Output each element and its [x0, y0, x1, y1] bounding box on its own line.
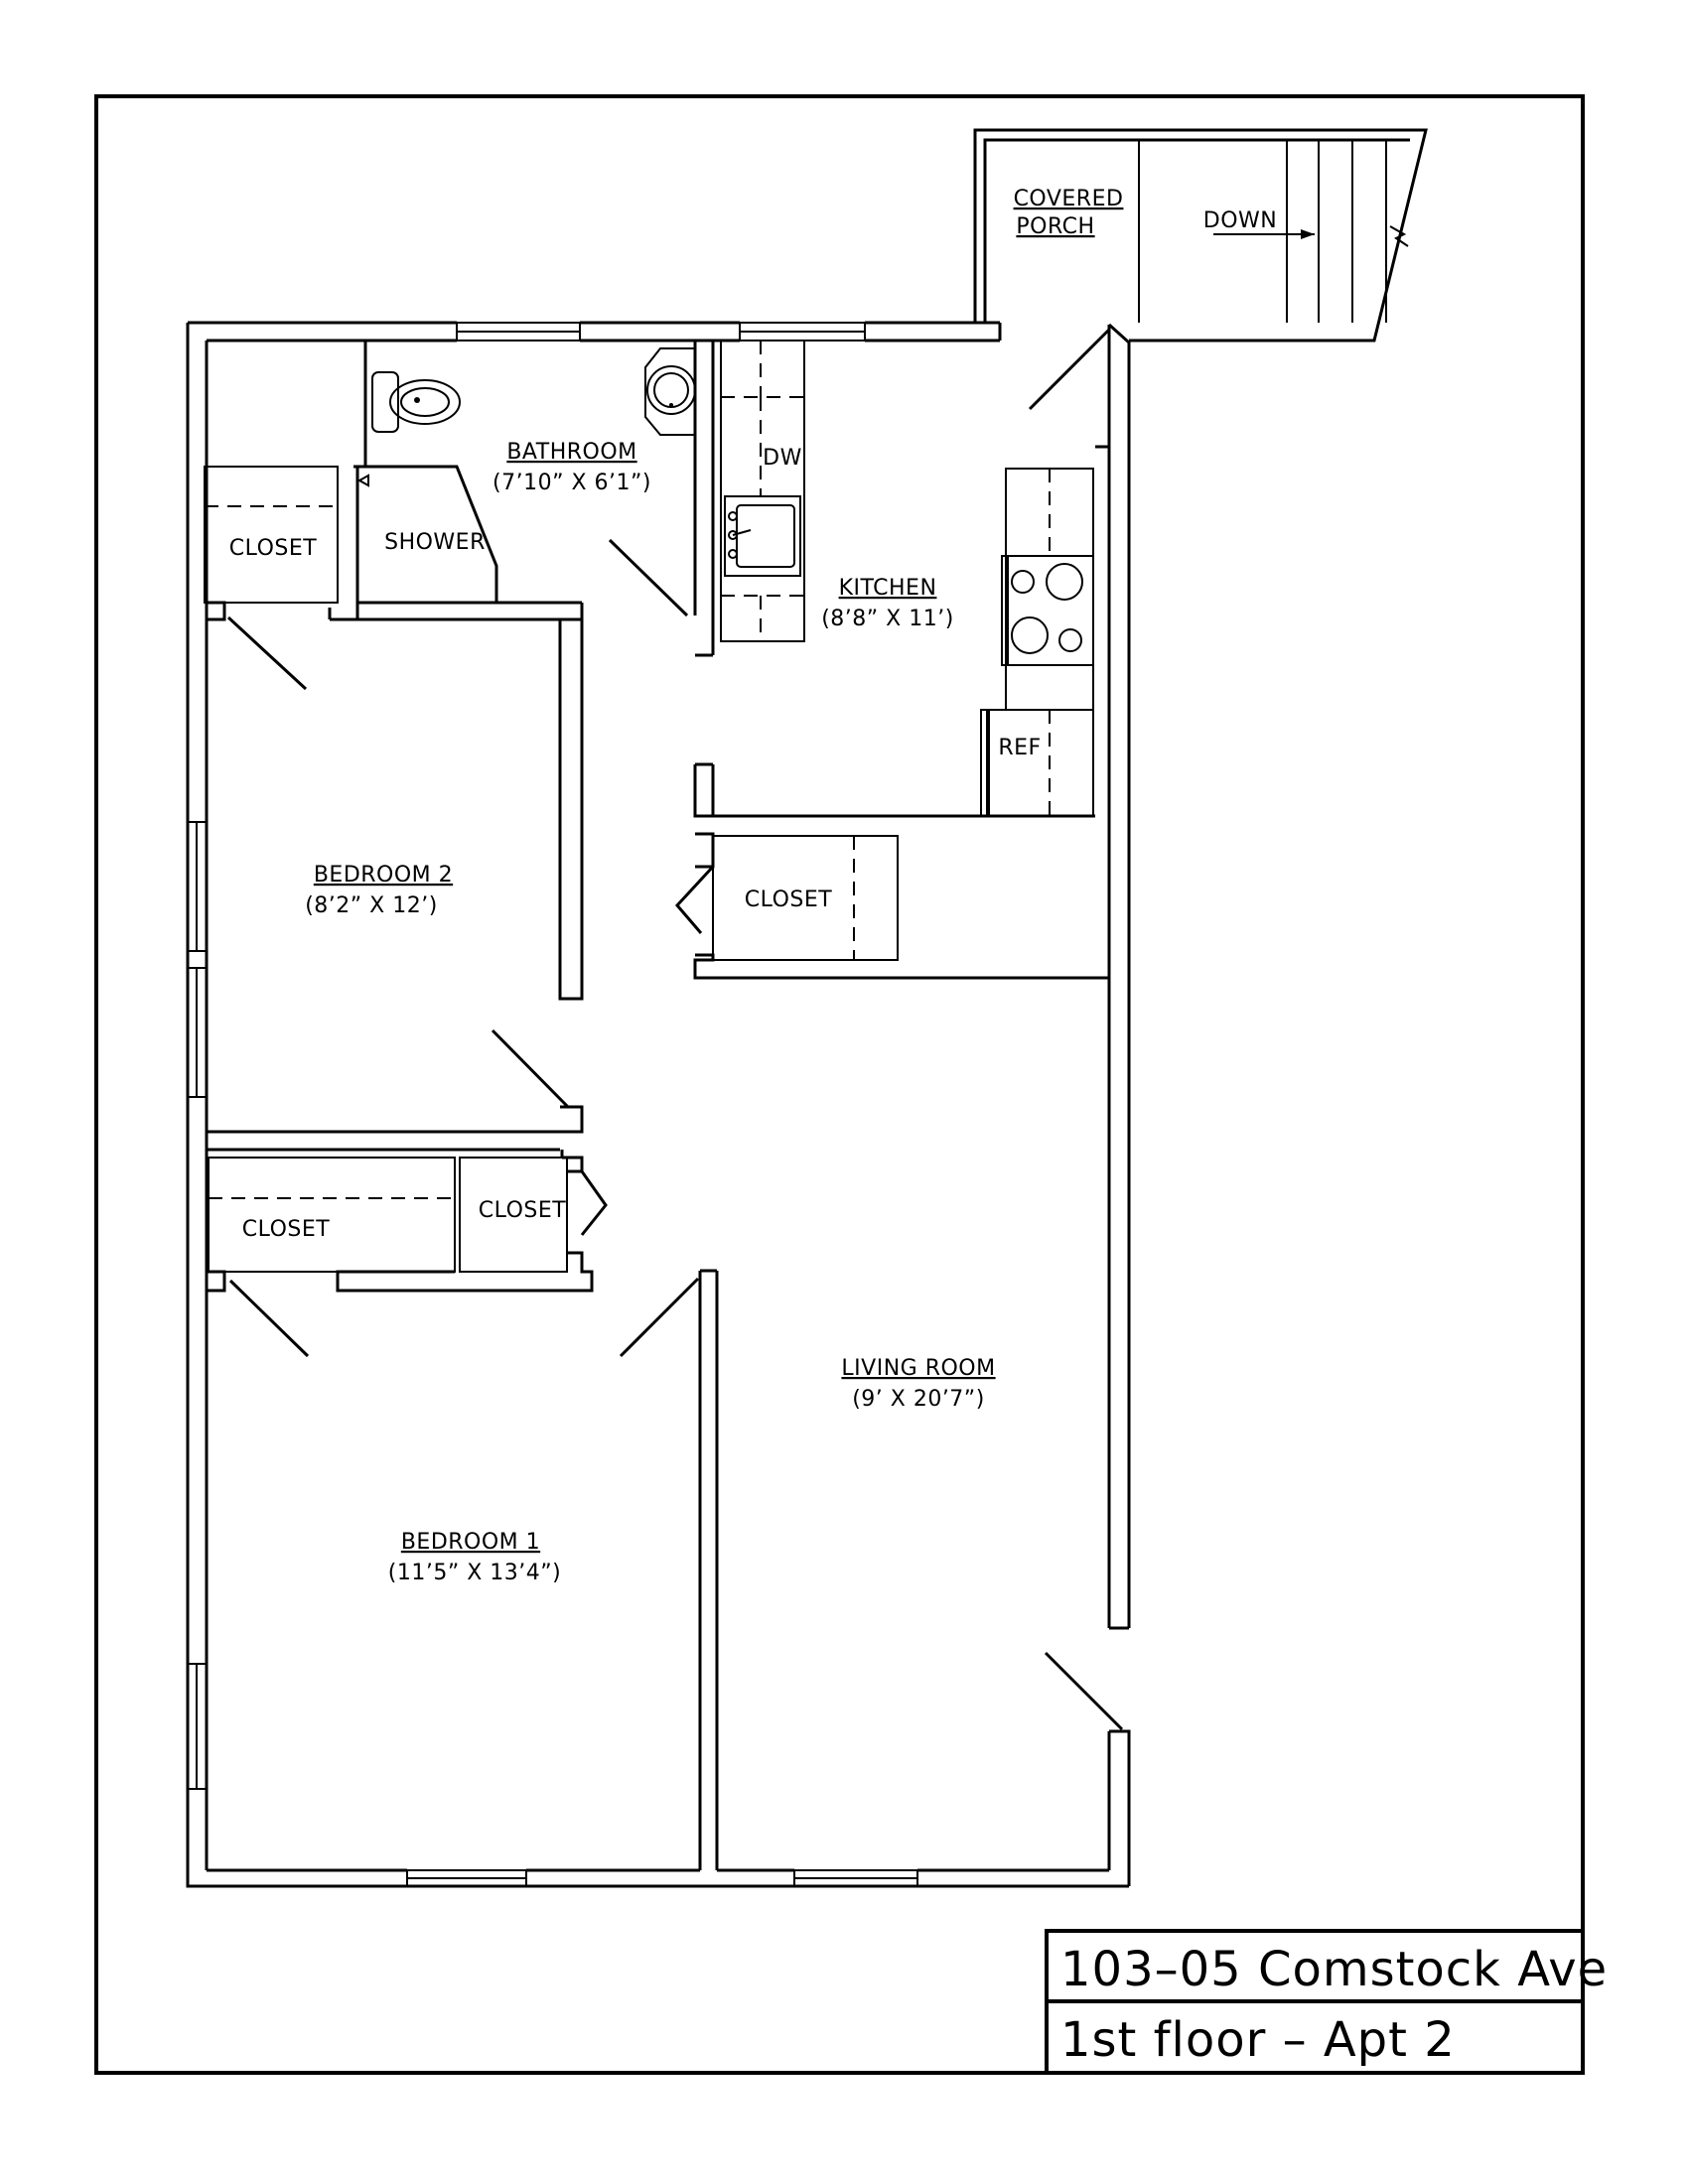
title-block: 103–05 Comstock Ave 1st floor – Apt 2	[1045, 1929, 1608, 2075]
covered-porch: COVERED PORCH DOWN	[973, 128, 1428, 342]
bedroom-2: BEDROOM 2 (8’2” X 12’) CLOSET	[204, 466, 584, 1152]
bathroom-door	[608, 538, 689, 617]
toilet-icon	[371, 371, 461, 433]
entry-door	[1044, 1651, 1124, 1731]
sheet-border	[94, 94, 1585, 2075]
bathroom: BATHROOM (7’10” X 6’1”) SHOWER	[328, 341, 715, 1001]
bathroom-label: BATHROOM	[506, 440, 636, 465]
small-closet-label: CLOSET	[479, 1198, 567, 1223]
bedroom1-label: BEDROOM 1	[401, 1530, 540, 1555]
refrigerator-label: REF	[998, 736, 1041, 760]
bedroom-1: BEDROOM 1 (11’5” X 13’4”)	[388, 1269, 719, 1870]
porch-label-1: COVERED	[1014, 187, 1124, 211]
kitchen: KITCHEN (8’8” X 11’) DW REF	[693, 328, 1111, 818]
kitchen-sink-icon	[724, 495, 801, 577]
kitchen-entry-door	[1028, 328, 1111, 411]
title-address: 103–05 Comstock Ave	[1060, 1942, 1608, 1997]
bathroom-sink-icon	[644, 347, 696, 436]
bedroom1-closet-label: CLOSET	[242, 1217, 331, 1242]
bedroom1-size: (11’5” X 13’4”)	[388, 1561, 562, 1585]
bedroom-1-closets: CLOSET CLOSET	[207, 1150, 608, 1358]
living-room: LIVING ROOM (9’ X 20’7”)	[841, 1356, 1124, 1731]
bedroom2-size: (8’2” X 12’)	[305, 893, 438, 918]
range-icon	[1001, 555, 1094, 666]
hall-closet-label: CLOSET	[745, 887, 833, 912]
bedroom2-closet-door	[226, 615, 308, 691]
shower-label: SHOWER	[384, 530, 486, 555]
bedroom2-closet-label: CLOSET	[229, 536, 318, 561]
living-room-label: LIVING ROOM	[841, 1356, 995, 1381]
bedroom1-door	[619, 1277, 700, 1358]
bathroom-size: (7’10” X 6’1”)	[492, 471, 651, 495]
living-room-size: (9’ X 20’7”)	[852, 1387, 985, 1412]
kitchen-size: (8’8” X 11’)	[821, 607, 954, 631]
bedroom2-label: BEDROOM 2	[314, 863, 453, 887]
refrigerator-icon	[980, 709, 1094, 817]
bedroom1-closet-door	[228, 1279, 310, 1358]
hall-closet: CLOSET	[674, 832, 1109, 980]
porch-label-2: PORCH	[1016, 214, 1094, 239]
kitchen-label: KITCHEN	[839, 576, 937, 601]
exterior-walls	[186, 321, 1131, 1888]
title-floor-apt: 1st floor – Apt 2	[1060, 2012, 1456, 2068]
dishwasher-label: DW	[763, 446, 802, 471]
stairs-down-label: DOWN	[1203, 208, 1277, 233]
bedroom2-door	[491, 1028, 570, 1109]
